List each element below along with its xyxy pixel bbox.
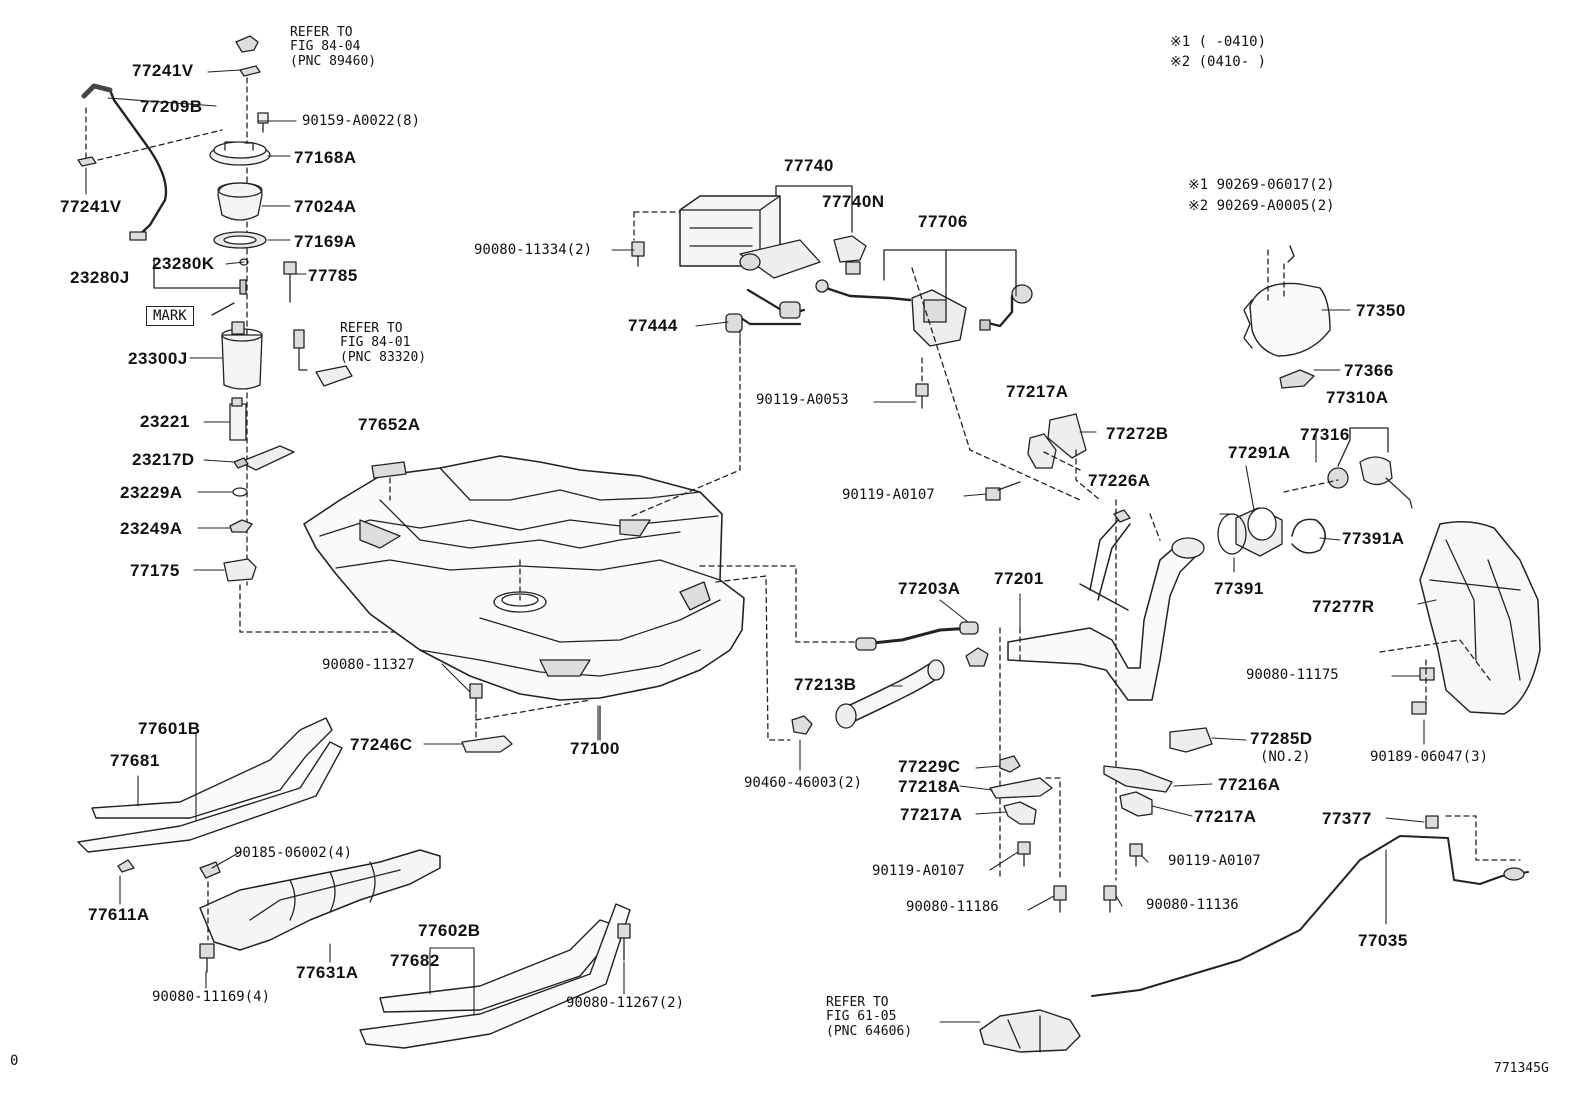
part-label[interactable]: 77217A bbox=[1194, 807, 1257, 826]
part-label[interactable]: 23300J bbox=[128, 349, 188, 368]
mark-box: MARK bbox=[146, 306, 194, 326]
part-label[interactable]: 77209B bbox=[140, 97, 203, 116]
part-label[interactable]: 77217A bbox=[1006, 382, 1069, 401]
filler-pipe-group bbox=[791, 413, 1213, 913]
part-label[interactable]: 77218A bbox=[898, 777, 961, 796]
part-label[interactable]: 23229A bbox=[120, 483, 183, 502]
part-label[interactable]: 90080-11175 bbox=[1246, 667, 1339, 683]
part-label[interactable]: 77706 bbox=[918, 212, 968, 231]
part-label[interactable]: 77601B bbox=[138, 719, 201, 738]
part-label[interactable]: 23280J bbox=[70, 268, 130, 287]
footer-left-number: 0 bbox=[10, 1053, 19, 1069]
ref-line: REFER TO bbox=[826, 995, 889, 1010]
part-label[interactable]: 77201 bbox=[994, 569, 1044, 588]
part-label[interactable]: 77611A bbox=[88, 905, 150, 924]
part-label[interactable]: 77241V bbox=[132, 61, 194, 80]
part-label[interactable]: 90080-11267(2) bbox=[566, 995, 685, 1011]
part-label[interactable]: 77246C bbox=[350, 735, 413, 754]
part-label[interactable]: 23280K bbox=[152, 254, 215, 273]
part-label[interactable]: 90119-A0107 bbox=[842, 487, 935, 503]
part-label[interactable]: 77229C bbox=[898, 757, 961, 776]
note-2: ※2 (0410- ) bbox=[1170, 54, 1267, 70]
part-label[interactable]: 90119-A0053 bbox=[756, 392, 849, 408]
part-label[interactable]: 90185-06002(4) bbox=[234, 845, 353, 861]
part-label[interactable]: 23249A bbox=[120, 519, 183, 538]
part-label[interactable]: 77391 bbox=[1214, 579, 1264, 598]
part-label[interactable]: 77310A bbox=[1326, 388, 1389, 407]
part-label[interactable]: 77024A bbox=[294, 197, 357, 216]
part-label[interactable]: 77350 bbox=[1356, 301, 1406, 320]
part-label[interactable]: 77740N bbox=[822, 192, 885, 211]
fuel-tank bbox=[303, 339, 857, 741]
part-label[interactable]: 77285D bbox=[1250, 729, 1313, 748]
part-label[interactable]: 77444 bbox=[628, 316, 678, 335]
part-label[interactable]: ※2 90269-A0005(2) bbox=[1188, 198, 1335, 214]
part-label[interactable]: 77785 bbox=[308, 266, 358, 285]
part-label[interactable]: 90080-11327 bbox=[322, 657, 415, 673]
part-label[interactable]: 77652A bbox=[358, 415, 421, 434]
fuel-pump-column bbox=[77, 35, 521, 633]
part-label[interactable]: 90080-11136 bbox=[1146, 897, 1239, 913]
part-label[interactable]: 77169A bbox=[294, 232, 357, 251]
ref-line: REFER TO bbox=[340, 321, 403, 336]
part-label[interactable]: 90080-11169(4) bbox=[152, 989, 271, 1005]
part-label[interactable]: 77682 bbox=[390, 951, 440, 970]
fuel-lid-group bbox=[979, 245, 1541, 1053]
part-label[interactable]: 90080-11334(2) bbox=[474, 242, 593, 258]
part-label[interactable]: (NO.2) bbox=[1260, 749, 1311, 765]
part-label[interactable]: 77035 bbox=[1358, 931, 1408, 950]
note-1: ※1 ( -0410) bbox=[1170, 34, 1267, 50]
part-label[interactable]: 77168A bbox=[294, 148, 357, 167]
ref-line: (PNC 89460) bbox=[290, 53, 377, 69]
part-label[interactable]: 77377 bbox=[1322, 809, 1372, 828]
part-label[interactable]: 77226A bbox=[1088, 471, 1151, 490]
part-label[interactable]: 23217D bbox=[132, 450, 195, 469]
part-label[interactable]: 77740 bbox=[784, 156, 834, 175]
ref-line: FIG 61-05 bbox=[826, 1009, 897, 1025]
ref-line: REFER TO bbox=[290, 25, 353, 40]
part-label[interactable]: 90080-11186 bbox=[906, 899, 999, 915]
part-label[interactable]: 77213B bbox=[794, 675, 857, 694]
ref-line: (PNC 64606) bbox=[826, 1023, 913, 1039]
figure-id: 771345G bbox=[1494, 1061, 1549, 1076]
part-label[interactable]: 90119-A0107 bbox=[872, 863, 965, 879]
part-label[interactable]: 77175 bbox=[130, 561, 180, 580]
part-label[interactable]: 90460-46003(2) bbox=[744, 775, 863, 791]
part-label[interactable]: 90119-A0107 bbox=[1168, 853, 1261, 869]
ref-line: FIG 84-01 bbox=[340, 335, 411, 351]
ref-line: FIG 84-04 bbox=[290, 39, 361, 55]
tank-bands bbox=[77, 683, 631, 1049]
part-label[interactable]: 77217A bbox=[900, 805, 963, 824]
part-label[interactable]: 77366 bbox=[1344, 361, 1394, 380]
part-label[interactable]: 77203A bbox=[898, 579, 961, 598]
part-label[interactable]: 77681 bbox=[110, 751, 160, 770]
part-label[interactable]: 77277R bbox=[1312, 597, 1375, 616]
leader-lines bbox=[85, 69, 1437, 1023]
part-label[interactable]: 77391A bbox=[1342, 529, 1405, 548]
part-label[interactable]: 77631A bbox=[296, 963, 359, 982]
part-label[interactable]: 77602B bbox=[418, 921, 481, 940]
part-label[interactable]: 23221 bbox=[140, 412, 190, 431]
part-label[interactable]: 77272B bbox=[1106, 424, 1169, 443]
part-label[interactable]: 77291A bbox=[1228, 443, 1291, 462]
part-label[interactable]: 90159-A0022(8) bbox=[302, 113, 421, 129]
ref-line: (PNC 83320) bbox=[340, 349, 427, 365]
part-label[interactable]: ※1 90269-06017(2) bbox=[1188, 177, 1335, 193]
part-label[interactable]: 77241V bbox=[60, 197, 122, 216]
part-label[interactable]: 77316 bbox=[1300, 425, 1350, 444]
part-label[interactable]: 77216A bbox=[1218, 775, 1281, 794]
part-label[interactable]: 77100 bbox=[570, 739, 620, 758]
part-label[interactable]: 90189-06047(3) bbox=[1370, 749, 1489, 765]
charcoal-canister bbox=[631, 185, 1081, 501]
